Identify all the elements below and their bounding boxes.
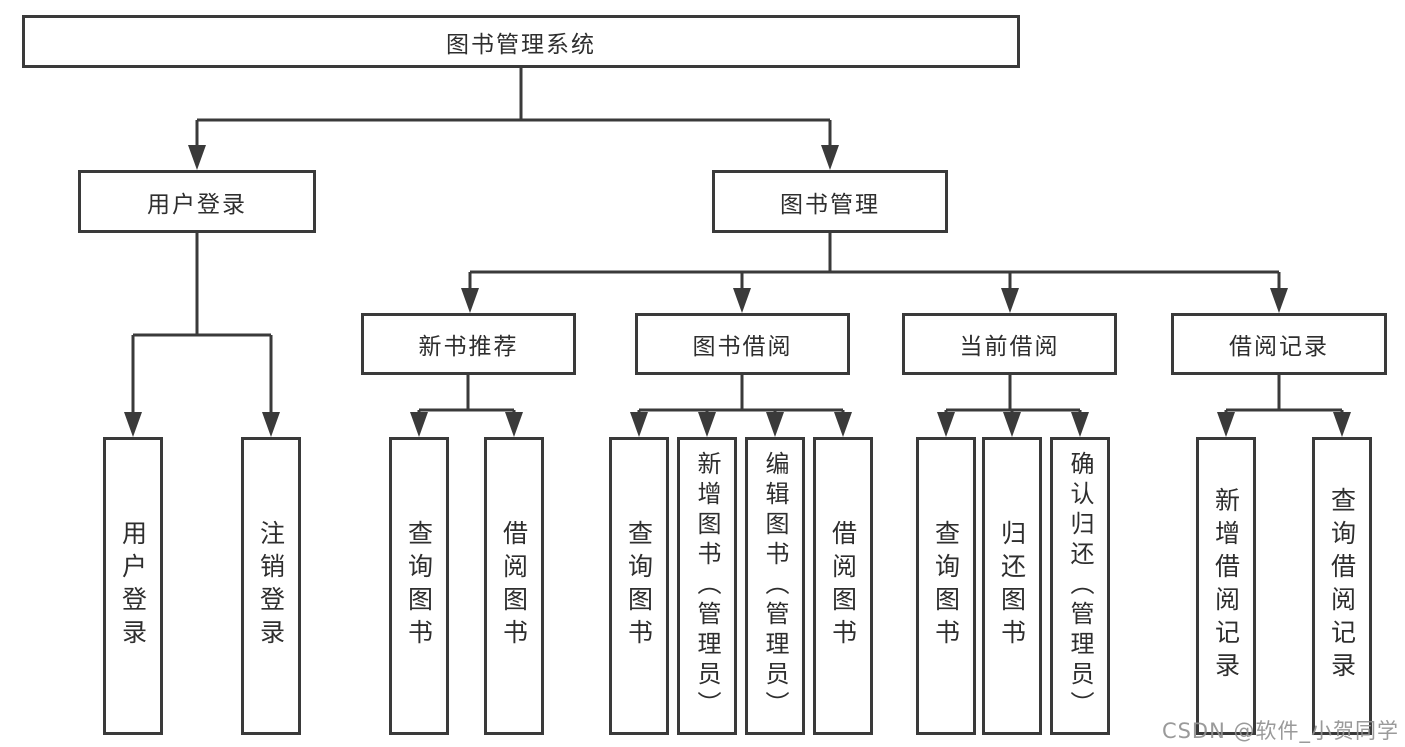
leaf-label: 借阅图书 (828, 520, 858, 652)
leaf-label: 新增图书（管理员） (693, 451, 721, 721)
node-current-borrow: 当前借阅 (902, 313, 1117, 375)
node-current-borrow-label: 当前借阅 (959, 334, 1060, 360)
node-book-management-label: 图书管理 (780, 191, 880, 218)
leaf-query-books-recommend: 查询图书 (389, 437, 449, 735)
leaf-label: 归还图书 (997, 520, 1027, 652)
csdn-watermark: CSDN @软件_小贺同学 (1161, 719, 1399, 743)
leaf-label: 用户登录 (118, 520, 148, 652)
leaf-borrow-books: 借阅图书 (813, 437, 873, 735)
arrow-down-icon (262, 412, 280, 437)
arrow-down-icon (461, 288, 479, 313)
arrow-down-icon (937, 412, 955, 437)
leaf-edit-books-admin: 编辑图书（管理员） (745, 437, 805, 735)
arrowheads (124, 145, 1351, 437)
leaf-query-borrow-record: 查询借阅记录 (1312, 437, 1372, 735)
leaf-label: 确认归还（管理员） (1066, 451, 1094, 721)
leaf-label: 新增借阅记录 (1211, 487, 1241, 685)
node-user-login: 用户登录 (78, 170, 316, 233)
leaf-add-borrow-record: 新增借阅记录 (1196, 437, 1256, 735)
node-new-book-recommend: 新书推荐 (361, 313, 576, 375)
arrow-down-icon (698, 412, 716, 437)
arrow-down-icon (821, 145, 839, 170)
arrow-down-icon (766, 412, 784, 437)
arrow-down-icon (124, 412, 142, 437)
leaf-return-books: 归还图书 (982, 437, 1042, 735)
node-borrow-record: 借阅记录 (1171, 313, 1387, 375)
arrow-down-icon (410, 412, 428, 437)
leaf-label: 查询图书 (404, 520, 434, 652)
leaf-query-books-borrow: 查询图书 (609, 437, 669, 735)
leaf-logout: 注销登录 (241, 437, 301, 735)
leaf-label: 编辑图书（管理员） (761, 451, 789, 721)
arrow-down-icon (733, 288, 751, 313)
arrow-down-icon (630, 412, 648, 437)
leaf-label: 查询图书 (931, 520, 961, 652)
arrow-down-icon (1333, 412, 1351, 437)
leaf-add-books-admin: 新增图书（管理员） (677, 437, 737, 735)
leaf-label: 查询借阅记录 (1327, 487, 1357, 685)
node-book-borrow: 图书借阅 (635, 313, 850, 375)
leaf-confirm-return-admin: 确认归还（管理员） (1050, 437, 1110, 735)
arrow-down-icon (188, 145, 206, 170)
arrow-down-icon (505, 412, 523, 437)
arrow-down-icon (834, 412, 852, 437)
node-borrow-record-label: 借阅记录 (1229, 334, 1329, 360)
leaf-label: 查询图书 (624, 520, 654, 652)
leaf-borrow-books-recommend: 借阅图书 (484, 437, 544, 735)
arrow-down-icon (1003, 412, 1021, 437)
leaf-user-login: 用户登录 (103, 437, 163, 735)
node-root-label: 图书管理系统 (446, 31, 596, 58)
arrow-down-icon (1270, 288, 1288, 313)
node-user-login-label: 用户登录 (147, 191, 247, 218)
arrow-down-icon (1001, 288, 1019, 313)
arrow-down-icon (1071, 412, 1089, 437)
node-book-management: 图书管理 (712, 170, 948, 233)
arrow-down-icon (1217, 412, 1235, 437)
node-book-borrow-label: 图书借阅 (692, 334, 793, 360)
node-new-book-recommend-label: 新书推荐 (418, 334, 519, 360)
leaf-label: 注销登录 (256, 520, 286, 652)
leaf-query-books-current: 查询图书 (916, 437, 976, 735)
leaf-label: 借阅图书 (499, 520, 529, 652)
node-root: 图书管理系统 (22, 15, 1020, 68)
